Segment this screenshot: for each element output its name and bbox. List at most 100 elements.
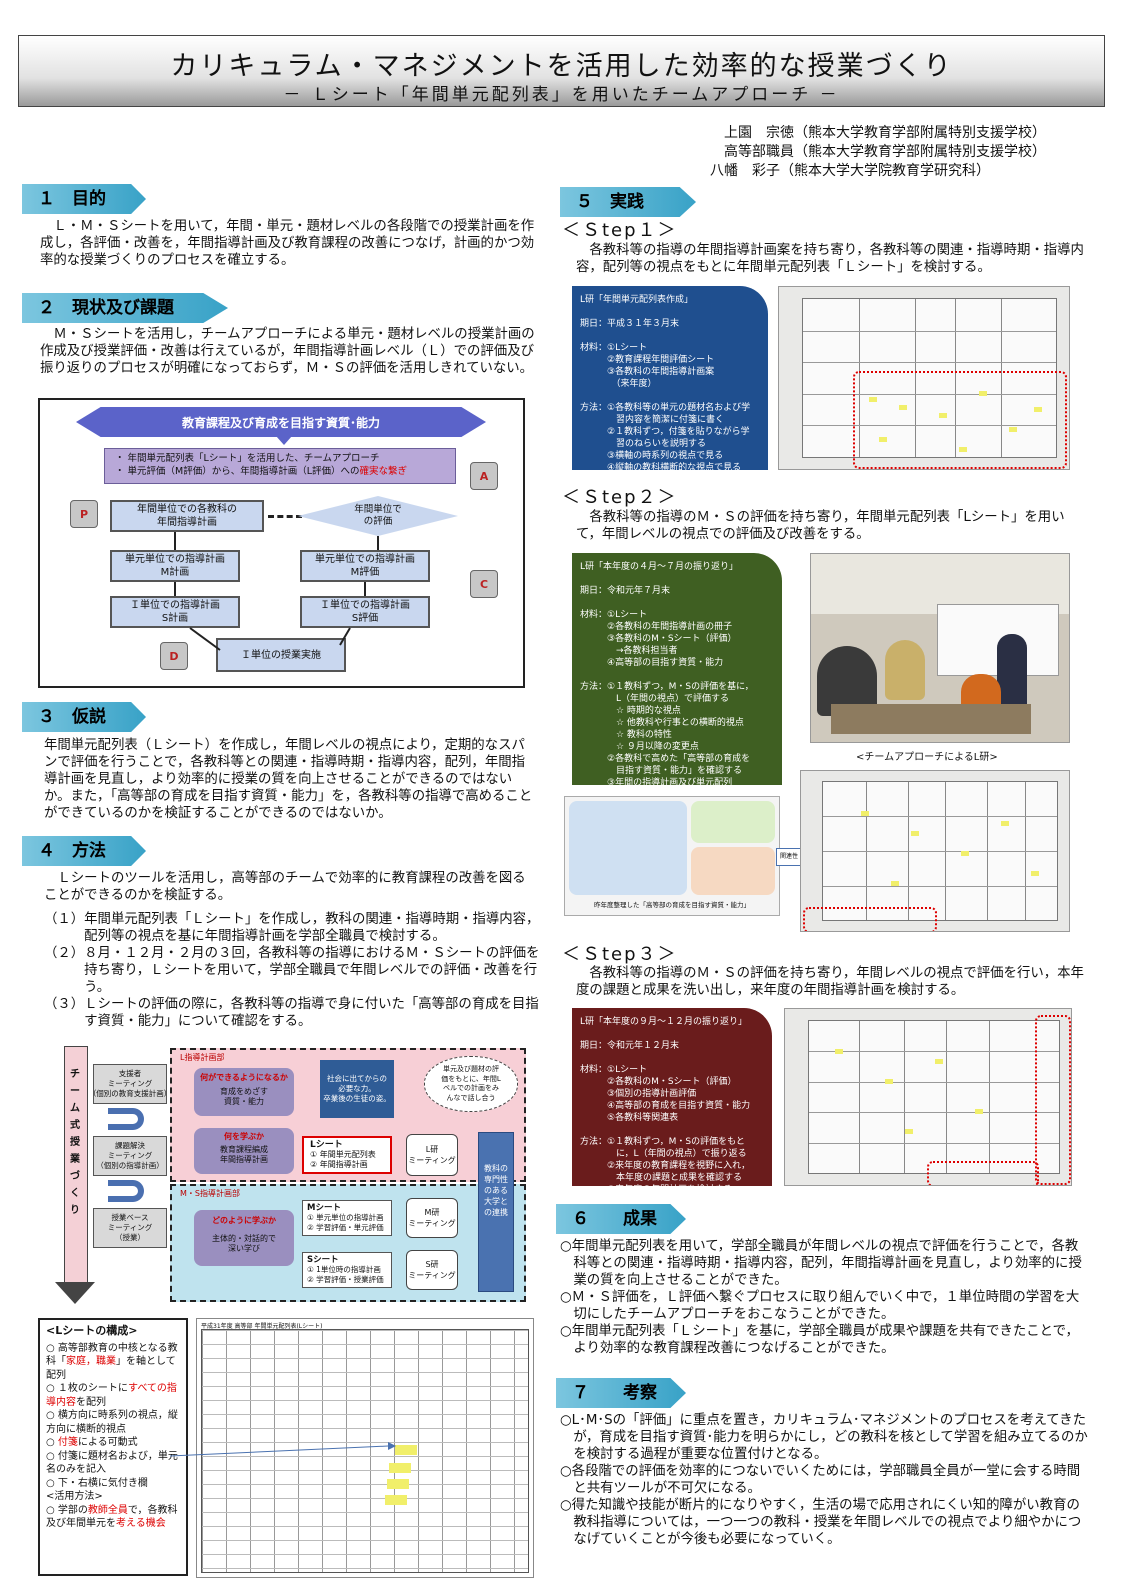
result-item-1: ○年間単元配列表を用いて，学部全職員が年間レベルの視点で評価を行うことで，各教科… (560, 1239, 1082, 1288)
discussion-item-3: ○得た知識や技能が断片的になりやすく，生活の場で応用されにくい知的障がい教育の教… (560, 1498, 1082, 1547)
cycle-c-label: C (470, 570, 498, 598)
lsheet-sample-image: 平成31年度 高等部 年間単元配列表(Lシート) (196, 1318, 534, 1578)
lsheet-item-4: ○ 付箋による可動式 (46, 1437, 138, 1448)
competency-chart-image: 昨年度整理した「高等部の育成を目指す資質・能力」 (564, 796, 780, 916)
discussion-list: ○L･M･Sの「評価」に重点を置き，カリキュラム･マネジメントのプロセスを考えて… (560, 1412, 1090, 1548)
discussion-cloud: 単元及び題材の評 価をもとに、年間L ベルでの計画をみ んなで話し合う (424, 1056, 518, 1112)
lsheet-item-5: ○ 付箋に題材名および，単元名のみを記入 (46, 1450, 178, 1476)
section-1-text: Ｌ・Ｍ・Ｓシートを用いて，年間・単元・題材レベルの各段階での授業計画を作成し，各… (40, 219, 535, 268)
cycle-p-label: P (70, 500, 98, 528)
discussion-item-1: ○L･M･Sの「評価」に重点を置き，カリキュラム･マネジメントのプロセスを考えて… (560, 1413, 1088, 1462)
l-plan-region-title: L指導計画部 (180, 1053, 225, 1062)
msheet-box-item-1: ① 単元単位の指導計画 (307, 1213, 384, 1222)
results-list: ○年間単元配列表を用いて，学部全職員が年間レベルの視点で評価を行うことで，各教科… (560, 1238, 1090, 1357)
curve-arrow-icon (108, 1180, 144, 1202)
what-learn-box: 何を学ぶか 教育課程編成 年間指導計画 (194, 1128, 294, 1174)
page-subtitle: － Ｌシート「年間単元配列表」を用いたチームアプローチ － (283, 85, 840, 105)
highlight-box (1035, 1015, 1071, 1185)
step-2-panel: L研「本年度の４月～７月の振り返り」 期日：令和元年７月末 材料：①Lシート ②… (572, 553, 782, 800)
s-meeting-box: S研 ミーティング (406, 1250, 458, 1290)
step-2-text: 各教科等の指導のＭ・Ｓの評価を持ち寄り，年間単元配列表「Lシート」を用いて，年間… (576, 510, 1065, 542)
hour-plan-box: Ｉ単位での指導計画 S計画 (110, 596, 240, 628)
step-1-panel: L研「年間単元配列表作成」 期日：平成３１年３月末 材料：①Lシート ②教育課程… (572, 286, 768, 485)
lsheet-usage-heading: <活用方法> (46, 1491, 103, 1502)
highlight-box (927, 1161, 1039, 1185)
sticky-note (387, 1479, 409, 1489)
msheet-box-item-2: ② 学習評価・単元評価 (307, 1223, 384, 1232)
section-2-heading: ２ 現状及び課題 (22, 293, 228, 323)
flow-connectors (174, 532, 379, 651)
step-1-label: ＜Ｓtep１＞ (562, 220, 678, 241)
method-item-3: （３）Ｌシートの評価の際に，各教科等の指導で身に付いた「高等部の育成を目指す資質… (44, 997, 539, 1029)
author-2: 高等部職員（熊本大学教育学部附属特別支援学校） (724, 144, 1046, 160)
method-item-2: （２）８月・１２月・２月の３回，各教科等の指導におけるＭ・Ｓシートの評価を持ち寄… (44, 946, 540, 995)
step-1-photo (778, 286, 1070, 470)
result-item-2: ○Ｍ・Ｓ評価を，Ｌ評価へ繋ぐプロセスに取り組んでいく中で，１単位時間の学習を大切… (560, 1290, 1080, 1322)
section-4-heading: ４ 方法 (22, 836, 146, 866)
author-3: 八幡 彩子（熊本大学大学院教育学研究科） (710, 163, 990, 179)
lsheet-sample-title: 平成31年度 高等部 年間単元配列表(Lシート) (201, 1323, 323, 1330)
relation-link-label: 関連性 (776, 848, 802, 866)
team-arrow-shaft (64, 1046, 88, 1283)
sticky-note (385, 1495, 407, 1505)
step-3-text: 各教科等の指導のＭ・Ｓの評価を持ち寄り，年間レベルの視点で評価を行い，本年度の課… (576, 966, 1084, 998)
how-learn-sub: 主体的・対話的で 深い学び (212, 1234, 276, 1253)
sticky-note (395, 1445, 417, 1455)
assessment-bridge-bullet: ・ 単元評価（M評価）から、年間指導計画（L評価）への確実な繋ぎ (115, 466, 408, 477)
lsheet-box: Lシート ① 年間単元配列表 ② 年間指導計画 (302, 1136, 392, 1174)
msheet-box: Mシート ① 単元単位の指導計画 ② 学習評価・単元評価 (302, 1200, 392, 1236)
step-3-label: ＜Ｓtep３＞ (562, 944, 678, 965)
lsheet-box-item-2: ② 年間指導計画 (310, 1160, 368, 1169)
cycle-d-label: D (160, 642, 188, 670)
competency-chart-caption: 昨年度整理した「高等部の育成を目指す資質・能力」 (594, 901, 750, 909)
lsheet-item-6: ○ 下・右横に気付き欄 (46, 1477, 148, 1489)
cycle-a-label: A (470, 462, 498, 490)
method-item-1: （１）年間単元配列表「Ｌシート」を作成し，教科の関連・指導時期・指導内容，配列等… (44, 912, 540, 944)
section-2-text: Ｍ・Ｓシートを活用し，チームアプローチによる単元・題材レベルの授業計画の作成及び… (40, 327, 535, 376)
meeting-box-1: 支援者 ミーティング （個別の教育支援計画） (89, 1064, 171, 1104)
discussion-item-2: ○各段階での評価を効率的につないでいくためには，学部職員全員が一堂に会する時間と… (560, 1464, 1081, 1496)
team-approach-bullet: ・ 年間単元配列表「Lシート」を活用した、チームアプローチ (115, 453, 380, 464)
sticky-note (389, 1463, 411, 1473)
lsheet-composition-heading: <Lシートの構成> (46, 1324, 138, 1337)
ssheet-box-item-2: ② 学習評価・授業評価 (307, 1275, 384, 1284)
university-link-column: 教科の専門性のある大学との連携 (478, 1132, 514, 1292)
ms-plan-region: M・S指導計画部 どのように学ぶか 主体的・対話的で 深い学び Mシート ① 単… (170, 1184, 526, 1302)
ssheet-box: Sシート ① 1単位時の指導計画 ② 学習評価・授業評価 (302, 1252, 392, 1288)
section-5-heading: ５ 実践 (560, 187, 696, 217)
lsheet-composition-box: <Lシートの構成> ○ 高等部教育の中核となる教科「家庭，職業」を軸として配列 … (38, 1318, 188, 1576)
dashed-link (268, 515, 302, 518)
step-3-panel: L研「本年度の９月～１２月の振り返り」 期日：令和元年１２月末 材料：①Lシート… (572, 1008, 772, 1195)
team-approach-box: ・ 年間単元配列表「Lシート」を活用した、チームアプローチ ・ 単元評価（M評価… (104, 448, 456, 484)
page-title: カリキュラム・マネジメントを活用した効率的な授業づくり (170, 51, 953, 82)
what-can-sub: 育成をめざす 資質・能力 (220, 1087, 268, 1106)
method-list: （１）年間単元配列表「Ｌシート」を作成し，教科の関連・指導時期・指導内容，配列等… (44, 911, 542, 1030)
l-plan-region: L指導計画部 何ができるようになるか 育成をめざす 資質・能力 社会に出てからの… (170, 1048, 526, 1182)
what-learn-sub: 教育課程編成 年間指導計画 (220, 1145, 268, 1164)
title-banner: カリキュラム・マネジメントを活用した効率的な授業づくり － Ｌシート「年間単元配… (18, 35, 1105, 107)
team-lesson-label: チーム式授業づくり (70, 1069, 80, 1216)
lsheet-item-2: ○ １枚のシートにすべての指導内容を配列 (46, 1383, 177, 1408)
step-2-photo (810, 553, 1070, 743)
hour-eval-box: Ｉ単位での指導計画 S評価 (300, 596, 430, 628)
step-2-label: ＜Ｓtep２＞ (562, 487, 678, 508)
section-4-intro: Ｌシートのツールを活用し，高等部のチームで効率的に教育課程の改善を図ることができ… (44, 871, 526, 903)
meeting-box-3: 授業ベース ミーティング （授業） (93, 1208, 167, 1248)
lsheet-item-1: ○ 高等部教育の中核となる教科「家庭，職業」を軸として配列 (46, 1342, 178, 1381)
section-3-text: 年間単元配列表（Ｌシート）を作成し，年間レベルの視点により，定期的なスパンで評価… (44, 738, 533, 821)
result-item-3: ○年間単元配列表「Ｌシート」を基に，学部全職員が成果や課題を共有できたことで，よ… (560, 1324, 1079, 1356)
step-1-text: 各教科等の指導の年間指導計画案を持ち寄り，各教科等の関連・指導時期・指導内容，配… (576, 243, 1084, 275)
unit-plan-box: 単元単位での指導計画 M計画 (110, 550, 240, 582)
curve-arrow-icon (108, 1108, 144, 1130)
how-learn-box: どのように学ぶか 主体的・対話的で 深い学び (194, 1210, 294, 1266)
annual-plan-box: 年間単位での各教科の 年間指導計画 (110, 500, 264, 532)
ssheet-box-item-1: ① 1単位時の指導計画 (307, 1265, 381, 1274)
team-diagram: チーム式授業づくり 支援者 ミーティング （個別の教育支援計画） 課題解決 ミー… (38, 1046, 532, 1308)
how-learn-title: どのように学ぶか (212, 1216, 276, 1225)
section-1-heading: １ 目的 (22, 184, 146, 214)
section-6-heading: ６ 成果 (556, 1204, 686, 1234)
author-1: 上園 宗徳（熊本大学教育学部附属特別支援学校） (724, 125, 1046, 141)
step-3-photo (784, 1008, 1072, 1186)
what-can-box: 何ができるようになるか 育成をめざす 資質・能力 (194, 1068, 294, 1116)
ms-plan-region-title: M・S指導計画部 (180, 1189, 240, 1198)
